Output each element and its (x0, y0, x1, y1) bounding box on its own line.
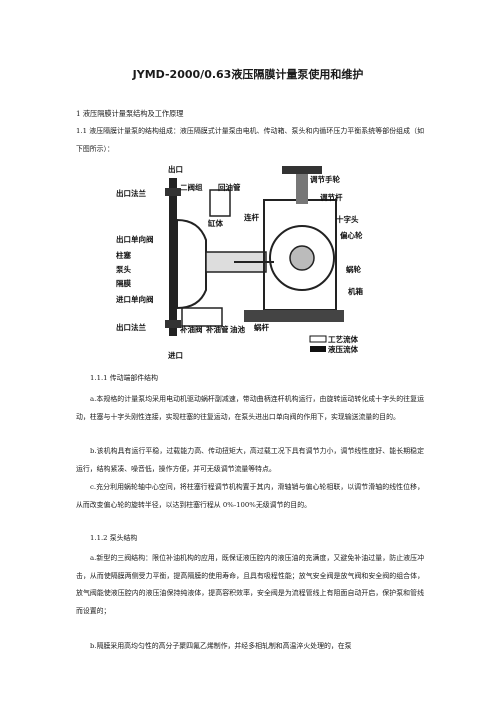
pump-column (169, 178, 177, 336)
label-outlet: 出口 (168, 164, 183, 174)
label-eccentric: 偏心轮 (340, 230, 363, 240)
label-outlet-check: 出口单向阀 (116, 234, 154, 244)
label-oil-pipe: 补油管 (205, 324, 229, 334)
paragraph-a2: a.新型的三阀结构：限位补油机构的应用，既保证液压腔内的液压油的充满度，又避免补… (76, 554, 424, 615)
label-conn-rod: 连杆 (244, 212, 259, 222)
label-pump-head: 泵头 (116, 264, 131, 274)
document-title: JYMD-2000/0.63液压隔膜计量泵使用和维护 (132, 68, 364, 81)
label-hydraulic-fluid: 液压流体 (328, 344, 358, 354)
label-adjust-wheel: 调节手轮 (310, 174, 340, 184)
paragraph-b2: b.隔膜采用高均匀性的高分子聚四氟乙烯制作，并经多相轧制和高温淬火处理的，在泵 (90, 642, 352, 650)
label-oil-tank: 油池 (230, 324, 245, 334)
paragraph-c: c.充分利用蜗轮轴中心空间，将柱塞行程调节机构置于其内，滑轴销与偏心轮相联，以调… (76, 483, 424, 509)
label-two-valve: 二阀组 (180, 182, 203, 192)
oil-tank-shape (181, 307, 223, 327)
pump-structure-diagram: 出口 出口法兰 二阀组 回油管 调节手轮 调节杆 连杆 缸体 十字头 偏心轮 出… (116, 164, 363, 360)
label-inlet-flange: 出口法兰 (116, 322, 146, 332)
label-plunger: 柱塞 (116, 250, 131, 260)
label-worm-gear: 蜗轮 (346, 264, 361, 274)
pump-head-shape (176, 218, 207, 310)
base-shape (244, 310, 344, 322)
subsection-heading-1-1-1: 1.1.1 传动端部件结构 (90, 374, 158, 382)
adjust-wheel-shape (282, 166, 322, 174)
worm-gear-shape (269, 225, 335, 291)
label-casing: 机箱 (348, 286, 363, 296)
label-worm: 蜗杆 (254, 322, 269, 332)
label-oil-valve: 补油阀 (179, 324, 203, 334)
paragraph-a: a.本规格的计量泵均采用电动机驱动蜗杆副减速，带动曲柄连杆机构运行，由旋转运动转… (76, 395, 424, 421)
label-outlet-flange: 出口法兰 (116, 188, 146, 198)
label-oil-return: 回油管 (218, 182, 241, 192)
subsection-heading-1-1-2: 1.1.2 泵头结构 (90, 534, 138, 542)
paragraph-b: b.该机构具有运行平稳，过载能力高、传动扭矩大，高过载工况下具有调节力小，调节线… (76, 447, 424, 473)
section-heading: 1 液压隔膜计量泵结构及工作原理 (76, 109, 184, 118)
legend-hydraulic-swatch (310, 346, 326, 352)
label-inlet-check: 进口单向阀 (116, 294, 154, 304)
label-diaphragm: 隔膜 (116, 278, 131, 288)
label-process-fluid: 工艺流体 (328, 334, 358, 344)
label-inlet: 进口 (168, 350, 183, 360)
legend-process-swatch (309, 335, 327, 343)
label-cylinder: 缸体 (207, 218, 223, 228)
label-adjust-rod: 调节杆 (320, 192, 343, 202)
paragraph-1-1: 1.1 液压隔膜计量泵的结构组成：液压隔膜式计量泵由电机、传动箱、泵头和内循环压… (76, 127, 424, 153)
label-crosshead: 十字头 (336, 214, 359, 224)
